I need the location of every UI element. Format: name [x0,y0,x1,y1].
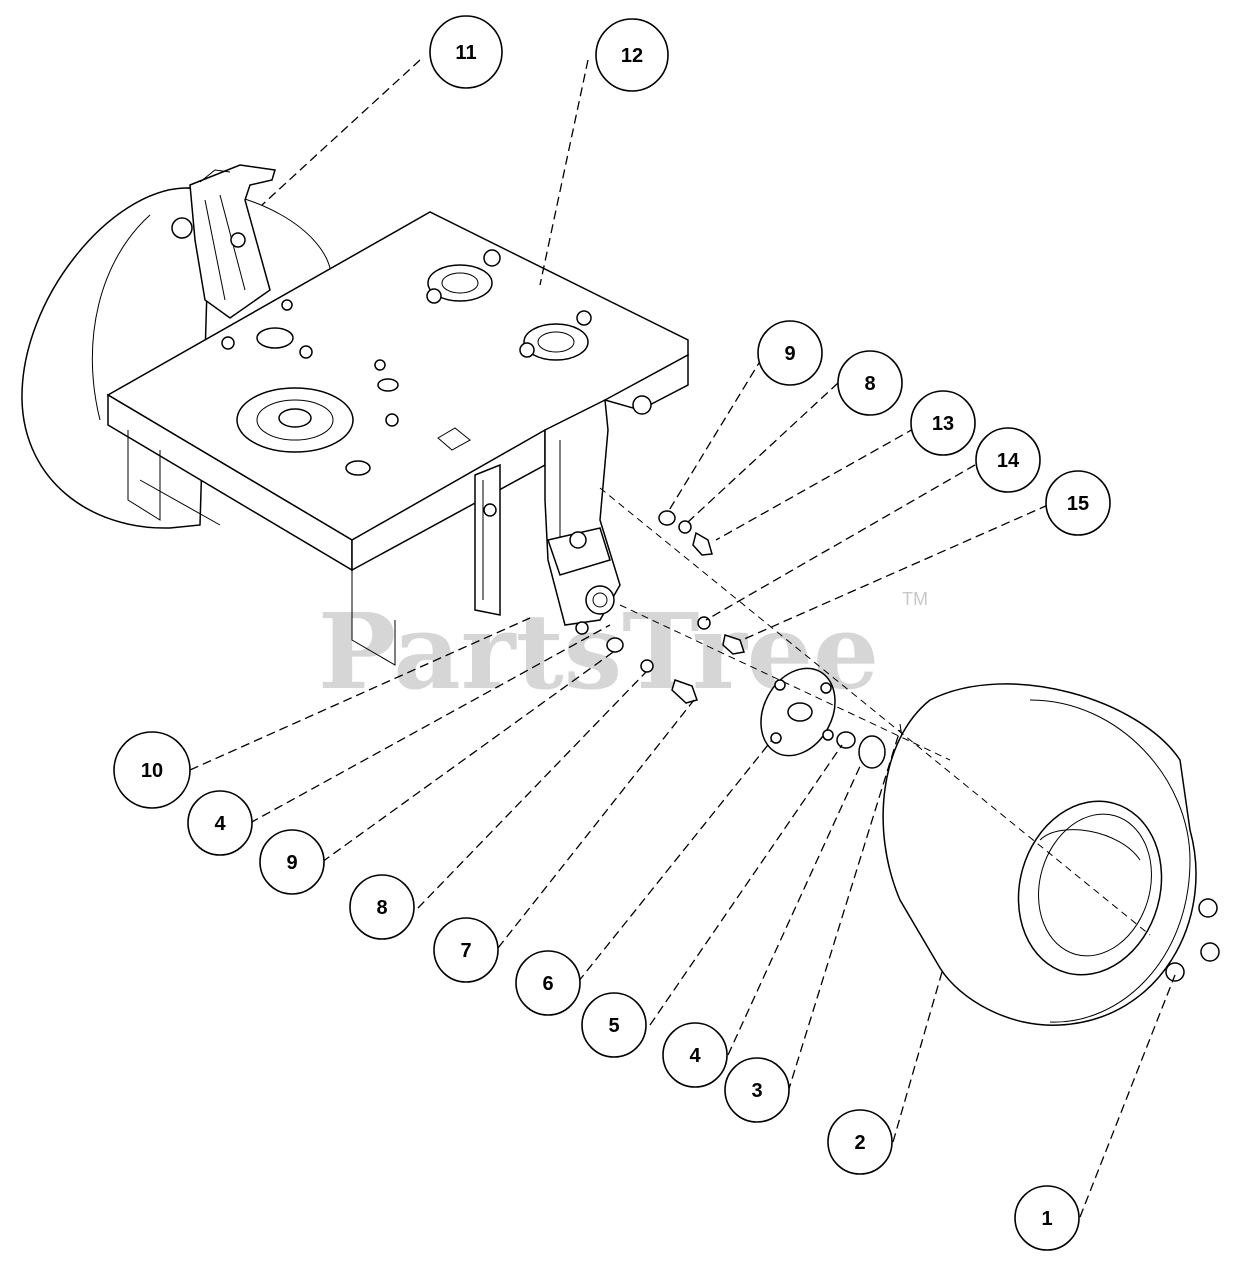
watermark-trademark: TM [902,589,928,609]
frame-deck [106,211,689,666]
callout-label: 15 [1067,493,1089,515]
callout-6: 6 [515,950,581,1016]
callout-9-upper: 9 [757,320,823,386]
callout-10: 10 [113,731,191,809]
callout-label: 6 [542,973,553,995]
callout-label: 4 [214,813,226,835]
wheel-tire [882,683,1197,1026]
callout-label: 8 [376,897,387,919]
callout-label: 11 [455,42,476,64]
callout-13: 13 [910,390,976,456]
callout-11: 11 [429,15,503,89]
callout-label: 2 [854,1132,865,1154]
callout-8-upper: 8 [837,350,903,416]
callout-label: 13 [932,413,954,435]
callout-3: 3 [724,1057,790,1123]
callout-14: 14 [975,427,1041,493]
callout-1: 1 [1014,1185,1080,1251]
callout-label: 4 [689,1045,701,1067]
watermark: PartsTree TM [318,589,928,713]
callout-label: 12 [621,45,643,67]
callout-4-left: 4 [187,790,253,856]
callout-8-lower: 8 [349,874,415,940]
callout-label: 9 [286,852,297,874]
callout-label: 10 [141,760,163,782]
callout-label: 7 [460,940,471,962]
callout-5: 5 [581,992,647,1058]
callout-7: 7 [433,917,499,983]
wheel-hub [760,667,836,757]
callout-label: 3 [751,1080,762,1102]
callout-label: 8 [864,373,875,395]
callout-2: 2 [827,1109,893,1175]
callout-label: 1 [1041,1208,1052,1230]
axle-bracket [474,398,621,635]
callout-label: 5 [608,1015,619,1037]
callout-12: 12 [595,18,669,92]
callout-label: 9 [784,343,795,365]
callout-9-lower: 9 [259,829,325,895]
hardware [606,510,1220,982]
control-lever [171,164,276,319]
leader-lines [189,59,1176,1218]
callout-4-right: 4 [662,1022,728,1088]
callout-label: 14 [997,450,1020,472]
callout-15: 15 [1045,470,1111,536]
